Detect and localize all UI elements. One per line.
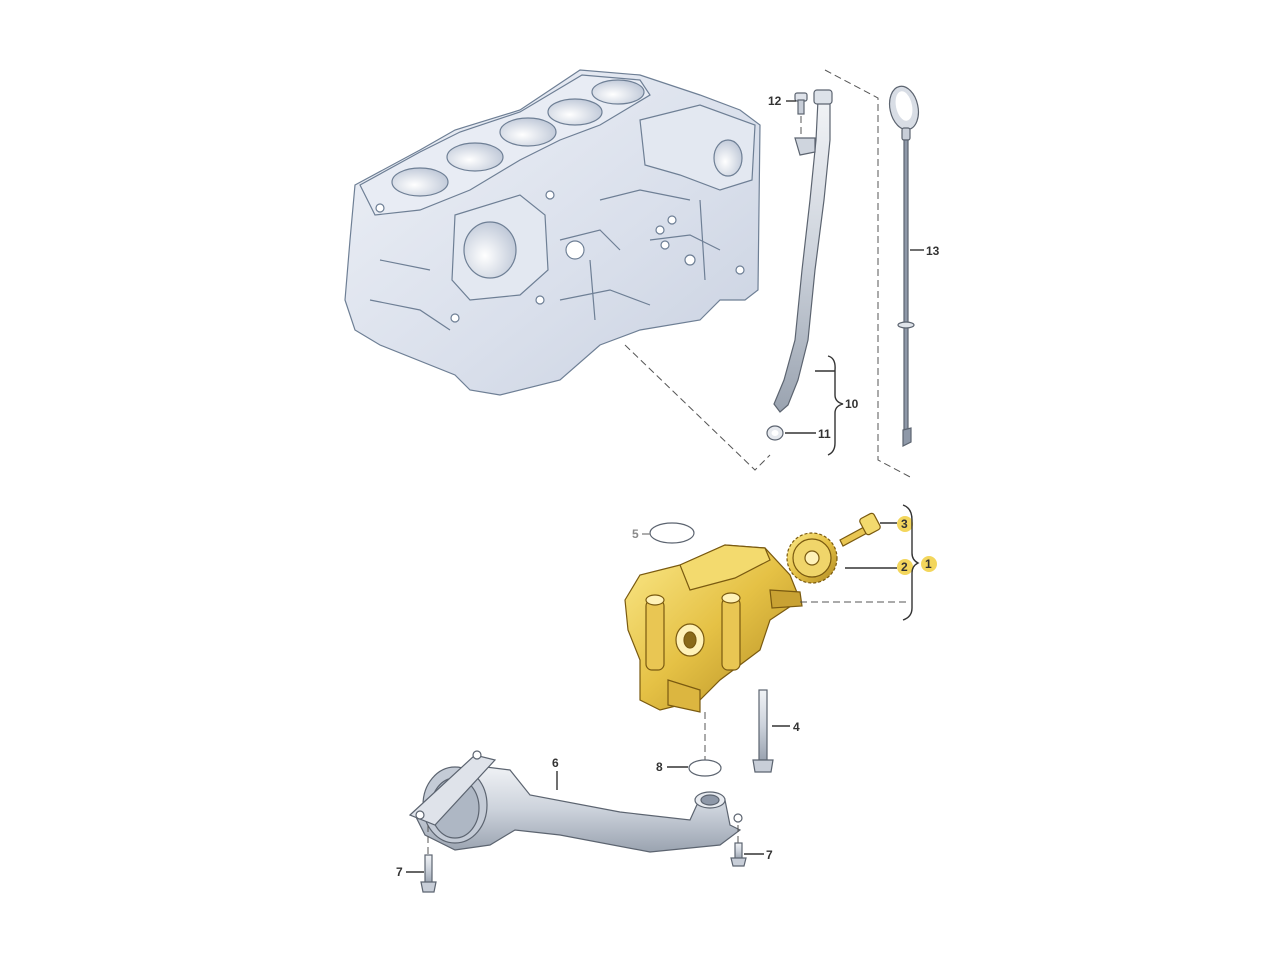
pickup-bolt-left (420, 825, 437, 893)
bracket-1 (902, 504, 920, 621)
drive-sprocket (786, 532, 838, 584)
callout-3: 3 (901, 517, 908, 531)
assembly-line-block (624, 344, 771, 471)
pump-mounting-bolt (752, 689, 774, 773)
dipstick (888, 85, 920, 447)
o-ring-upper (649, 522, 695, 544)
guide-tube-bolt (794, 92, 808, 138)
oil-pump-assembly (624, 544, 803, 713)
callout-11: 11 (818, 427, 831, 441)
cylinder-bores (391, 79, 645, 197)
callout-7-left: 7 (396, 865, 403, 879)
sprocket-bolt (839, 512, 881, 547)
callout-5: 5 (632, 527, 639, 541)
callouts: 12 13 10 11 5 3 2 1 4 8 6 (396, 94, 940, 879)
callout-6: 6 (552, 756, 559, 770)
callout-13: 13 (926, 244, 940, 258)
bracket-10 (827, 355, 844, 456)
o-ring-lower (688, 759, 722, 777)
callout-2: 2 (901, 560, 908, 574)
callout-8: 8 (656, 760, 663, 774)
dipstick-guide-tube (773, 89, 833, 413)
callout-7-right: 7 (766, 848, 773, 862)
oil-pickup-pipe (408, 750, 743, 853)
assembly-line-dipstick (824, 69, 913, 479)
callout-12: 12 (768, 94, 782, 108)
engine-block (344, 69, 761, 396)
callout-10: 10 (845, 397, 859, 411)
pickup-bolt-right (730, 825, 747, 867)
callout-1: 1 (925, 557, 932, 571)
guide-tube-seal (766, 425, 784, 441)
callout-4: 4 (793, 720, 800, 734)
